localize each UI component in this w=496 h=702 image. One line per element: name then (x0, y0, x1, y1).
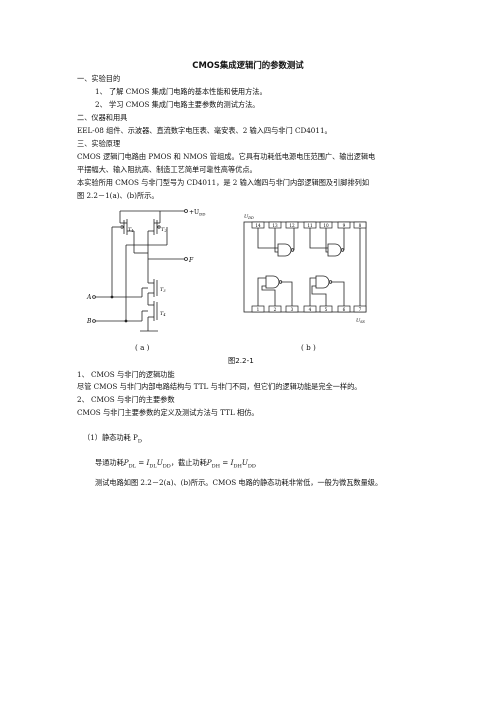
input-b-label: B (86, 318, 92, 325)
vdd-label: +UDD (189, 209, 206, 217)
t2-label: T2 (161, 227, 167, 233)
test-circuit-note: 测试电路如图 2.2－2(a)、(b)所示。CMOS 电路的静态功耗非常低，一般… (95, 478, 383, 487)
t4-label: T4 (160, 311, 166, 317)
bottom-pin-box-3 (285, 305, 299, 313)
static-power-heading: （1）静态功耗 PD (83, 433, 142, 445)
bottom-pin-box-7 (353, 305, 367, 313)
power-formula: 导通功耗PDL = IDLUDD，截止功耗PDH = IDHUDD (95, 458, 256, 470)
item-2-heading: 2、 CMOS 与非门的主要参数 (77, 395, 175, 404)
bottom-pin-box-6 (337, 305, 351, 313)
bottom-pin-number-6: 6 (343, 307, 346, 312)
figure-a-label: ( a ) (135, 343, 150, 352)
bottom-pin-number-3: 3 (291, 307, 294, 312)
section-3-paragraph-1-line-1: CMOS 逻辑门电路由 PMOS 和 NMOS 管组成。它具有功耗低电源电压范围… (77, 152, 376, 161)
t1-label: T1 (128, 227, 134, 233)
item-1-heading: 1、 CMOS 与非门的逻辑功能 (77, 370, 175, 379)
section-2-body: EEL-08 组件、示波器、直流数字电压表、毫安表、2 输入四与非门 CD401… (77, 126, 332, 135)
chip-vdd-label: UDD (244, 214, 254, 220)
input-a-label: A (86, 294, 92, 301)
bottom-pin-number-7: 7 (359, 307, 362, 312)
bottom-pin-number-2: 2 (274, 307, 277, 312)
top-pin-number-14: 14 (255, 223, 261, 228)
section-1-heading: 一、实验目的 (77, 74, 121, 83)
top-pin-box-11 (303, 221, 317, 229)
top-pin-box-13 (268, 221, 282, 229)
figure-b-label: ( b ) (301, 343, 316, 352)
bottom-pin-box-2 (268, 305, 282, 313)
top-pin-number-8: 8 (359, 223, 362, 228)
bottom-pin-number-1: 1 (257, 307, 260, 312)
top-pin-number-9: 9 (343, 223, 346, 228)
top-pin-number-11: 11 (307, 223, 313, 228)
chip-vss-label: USS (356, 318, 366, 324)
section-3-paragraph-2-line-1: 本实验所用 CMOS 与非门型号为 CD4011，是 2 输入端四与非门内部逻辑… (77, 178, 370, 187)
bottom-pin-number-5: 5 (325, 307, 328, 312)
section-3-paragraph-2-line-2: 图 2.2－1(a)、(b)所示。 (77, 191, 159, 200)
top-pin-box-9 (337, 221, 351, 229)
top-pin-number-10: 10 (323, 223, 329, 228)
output-f-label: F (188, 257, 194, 264)
bottom-pin-number-4: 4 (309, 307, 312, 312)
item-1-body: 尽管 CMOS 与非门内部电路结构与 TTL 与非门不同，但它们的逻辑功能是完全… (77, 382, 362, 391)
bottom-pin-box-1 (251, 305, 265, 313)
top-pin-box-8 (353, 221, 367, 229)
top-pin-number-13: 13 (272, 223, 278, 228)
t3-label: T3 (160, 287, 166, 293)
section-1-item-1: 1、 了解 CMOS 集成门电路的基本性能和使用方法。 (95, 87, 267, 96)
page-title: CMOS集成逻辑门的参数测试 (192, 60, 304, 70)
section-2-heading: 二、仪器和用具 (77, 113, 128, 122)
top-pin-box-12 (285, 221, 299, 229)
bottom-pin-box-5 (319, 305, 333, 313)
figure-caption: 图2.2-1 (228, 356, 254, 365)
top-pin-box-10 (319, 221, 333, 229)
top-pin-box-14 (251, 221, 265, 229)
top-pin-number-12: 12 (289, 223, 295, 228)
bottom-pin-box-4 (303, 305, 317, 313)
figure-a-circuit: +UDD F A B T1 T2 T3 T4 (86, 209, 206, 332)
item-2-body: CMOS 与非门主要参数的定义及测试方法与 TTL 相仿。 (77, 408, 259, 417)
section-3-heading: 三、实验原理 (77, 139, 121, 148)
section-1-item-2: 2、 学习 CMOS 集成门电路主要参数的测试方法。 (95, 100, 260, 109)
section-3-paragraph-1-line-2: 平摆幅大、输入阻抗高、制造工艺简单可靠性高等优点。 (77, 165, 257, 174)
